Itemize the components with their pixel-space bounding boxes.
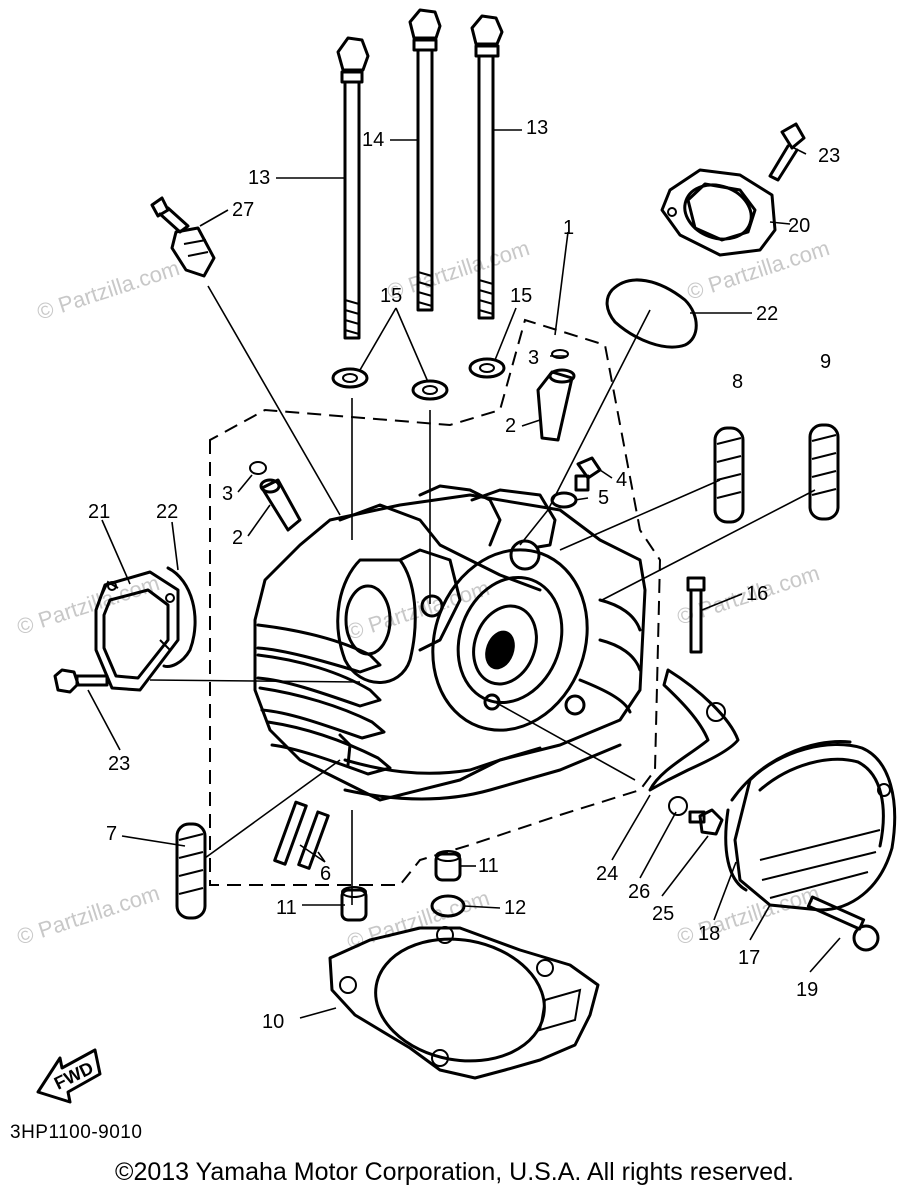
valve-guide-left	[259, 478, 302, 532]
callout-21: 21	[88, 501, 110, 523]
o-ring-right	[730, 740, 852, 802]
callout-4: 4	[616, 469, 627, 491]
callout-22: 22	[756, 303, 778, 325]
gasket-hole	[668, 796, 688, 816]
diagram-part-code: 3HP1100-9010	[10, 1122, 143, 1143]
cylinder-head	[253, 484, 647, 802]
cover-bolt-left	[53, 668, 109, 694]
callout-26: 26	[628, 881, 650, 903]
watermarks: © Partzilla.com © Partzilla.com © Partzi…	[14, 235, 833, 955]
stud-bolts	[273, 800, 330, 870]
callout-7: 7	[106, 823, 117, 845]
callout-6: 6	[320, 863, 331, 885]
clip-left	[249, 461, 267, 475]
callout-13: 13	[248, 167, 270, 189]
washer-left	[331, 367, 369, 389]
copyright-notice: ©2013 Yamaha Motor Corporation, U.S.A. A…	[115, 1158, 794, 1186]
assembly-outline	[209, 318, 662, 886]
watermark: © Partzilla.com	[34, 255, 183, 325]
callout-10: 10	[262, 1011, 284, 1033]
callout-labels: 1 2 2 3 3 4 5 6 7 8 9 10 11 11 12 13 13 …	[88, 117, 840, 1033]
head-bolt-center	[408, 8, 442, 312]
callout-15: 15	[510, 285, 532, 307]
callout-19: 19	[796, 979, 818, 1001]
washer-left-hole	[342, 373, 358, 383]
spark-plug	[150, 196, 216, 278]
o-ring-top	[605, 278, 698, 349]
callout-17: 17	[738, 947, 760, 969]
callout-25: 25	[652, 903, 674, 925]
dowel-11-left	[340, 886, 368, 922]
washer-right	[468, 357, 506, 379]
washer-right-hole	[479, 363, 495, 373]
head-bolt-left	[336, 36, 370, 340]
callout-3: 3	[528, 347, 539, 369]
clip-right	[551, 349, 569, 359]
plug-bolt	[574, 456, 602, 492]
dowel-pin-9	[808, 423, 840, 521]
fwd-arrow-icon: FWD	[36, 1048, 102, 1104]
callout-1: 1	[563, 217, 574, 239]
washer-center	[411, 379, 449, 401]
head-bolt-right	[470, 14, 504, 320]
callout-11: 11	[478, 855, 499, 877]
callout-2: 2	[505, 415, 516, 437]
callout-23: 23	[818, 145, 840, 167]
callout-23: 23	[108, 753, 130, 775]
gasket-hole	[706, 702, 726, 722]
callout-24: 24	[596, 863, 618, 885]
dowel-pin-8	[713, 426, 745, 524]
dowel-11-right	[434, 850, 462, 882]
o-ring-right-lower	[724, 808, 748, 892]
callout-3: 3	[222, 483, 233, 505]
tappet-cover-left	[94, 570, 180, 692]
callout-12: 12	[504, 897, 526, 919]
callout-13: 13	[526, 117, 548, 139]
callout-14: 14	[362, 129, 384, 151]
valve-guide-right	[536, 368, 576, 442]
watermark: © Partzilla.com	[684, 235, 833, 305]
callout-22: 22	[156, 501, 178, 523]
leader-lines	[87, 129, 841, 1019]
callout-16: 16	[746, 583, 768, 605]
callout-11: 11	[276, 897, 297, 919]
cam-cover-right	[733, 743, 897, 912]
washer-center-hole	[422, 385, 438, 395]
head-gasket	[328, 926, 600, 1080]
stud-bolt-16	[686, 576, 706, 654]
o-ring-left	[162, 566, 197, 668]
joint-bolt	[768, 122, 806, 182]
callout-2: 2	[232, 527, 243, 549]
cover-gasket	[648, 668, 740, 792]
callout-5: 5	[598, 487, 609, 509]
intake-joint	[660, 168, 777, 257]
callout-15: 15	[380, 285, 402, 307]
callout-18: 18	[698, 923, 720, 945]
cover-bolt-small	[688, 808, 724, 836]
watermark: © Partzilla.com	[14, 570, 163, 640]
callout-8: 8	[732, 371, 743, 393]
callout-27: 27	[232, 199, 254, 221]
dowel-pin-7	[175, 822, 207, 920]
cover-bolt-right	[806, 895, 880, 952]
watermark: © Partzilla.com	[14, 880, 163, 950]
callout-20: 20	[788, 215, 810, 237]
callout-9: 9	[820, 351, 831, 373]
